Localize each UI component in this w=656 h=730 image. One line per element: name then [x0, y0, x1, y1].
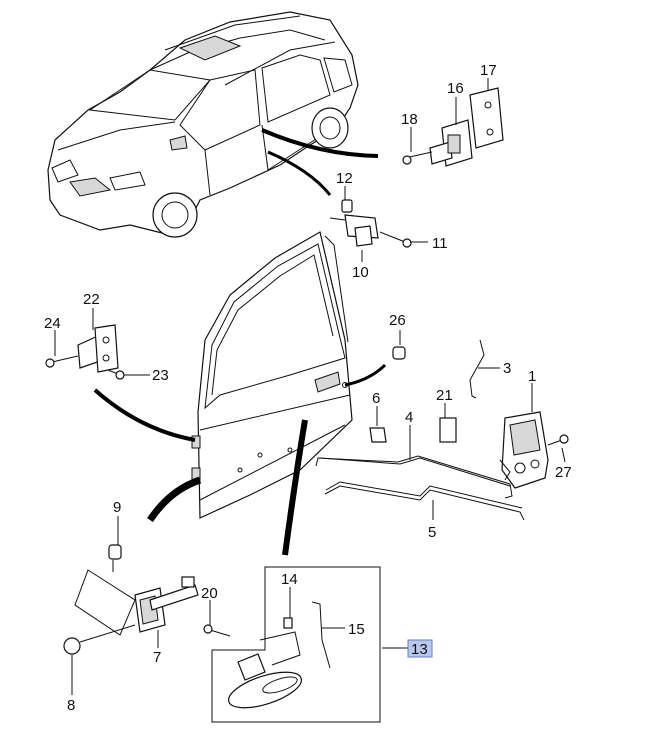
callout-26: 26	[389, 312, 406, 329]
outside-handle-assembly-box	[211, 566, 381, 723]
callout-11: 11	[432, 235, 448, 252]
bolt-20	[203, 624, 231, 637]
callout-23: 23	[152, 367, 169, 384]
hinge-pin-assembly	[329, 199, 412, 248]
lock-rod	[469, 339, 485, 399]
callout-4: 4	[405, 409, 413, 426]
callout-21: 21	[436, 387, 453, 404]
callout-27: 27	[555, 464, 572, 481]
door-bumper	[392, 346, 406, 360]
door-check-assembly	[63, 544, 199, 655]
callout-6: 6	[372, 390, 380, 407]
callout-12: 12	[336, 170, 353, 187]
callout-9: 9	[113, 499, 121, 516]
door-hinge-upper	[45, 324, 125, 380]
callout-10: 10	[352, 264, 369, 281]
callout-17: 17	[480, 62, 497, 79]
callout-7: 7	[153, 649, 161, 666]
callout-13: 13	[411, 641, 428, 658]
door-check-bracket-assembly	[402, 87, 504, 167]
callout-16: 16	[447, 80, 464, 97]
door-latch-assembly	[499, 411, 569, 489]
callout-5: 5	[428, 524, 436, 541]
callout-20: 20	[201, 585, 218, 602]
callout-labels: 17 16 18 12 11 10 22 24 23 26 3 1 21 6 4…	[44, 62, 572, 714]
callout-18: 18	[401, 111, 418, 128]
callout-1: 1	[528, 368, 536, 385]
rod-5	[324, 485, 525, 521]
callout-15: 15	[348, 621, 365, 638]
callout-8: 8	[67, 697, 75, 714]
callout-22: 22	[83, 291, 100, 308]
front-door-panel	[191, 231, 353, 519]
callout-3: 3	[503, 360, 511, 377]
car-illustration	[47, 11, 359, 238]
callout-24: 24	[44, 315, 61, 332]
clip	[369, 427, 387, 443]
callout-13-highlight	[407, 639, 433, 658]
rod-4	[315, 455, 513, 499]
callout-14: 14	[281, 571, 298, 588]
label-sticker	[439, 417, 457, 443]
leader-lines	[54, 78, 566, 695]
